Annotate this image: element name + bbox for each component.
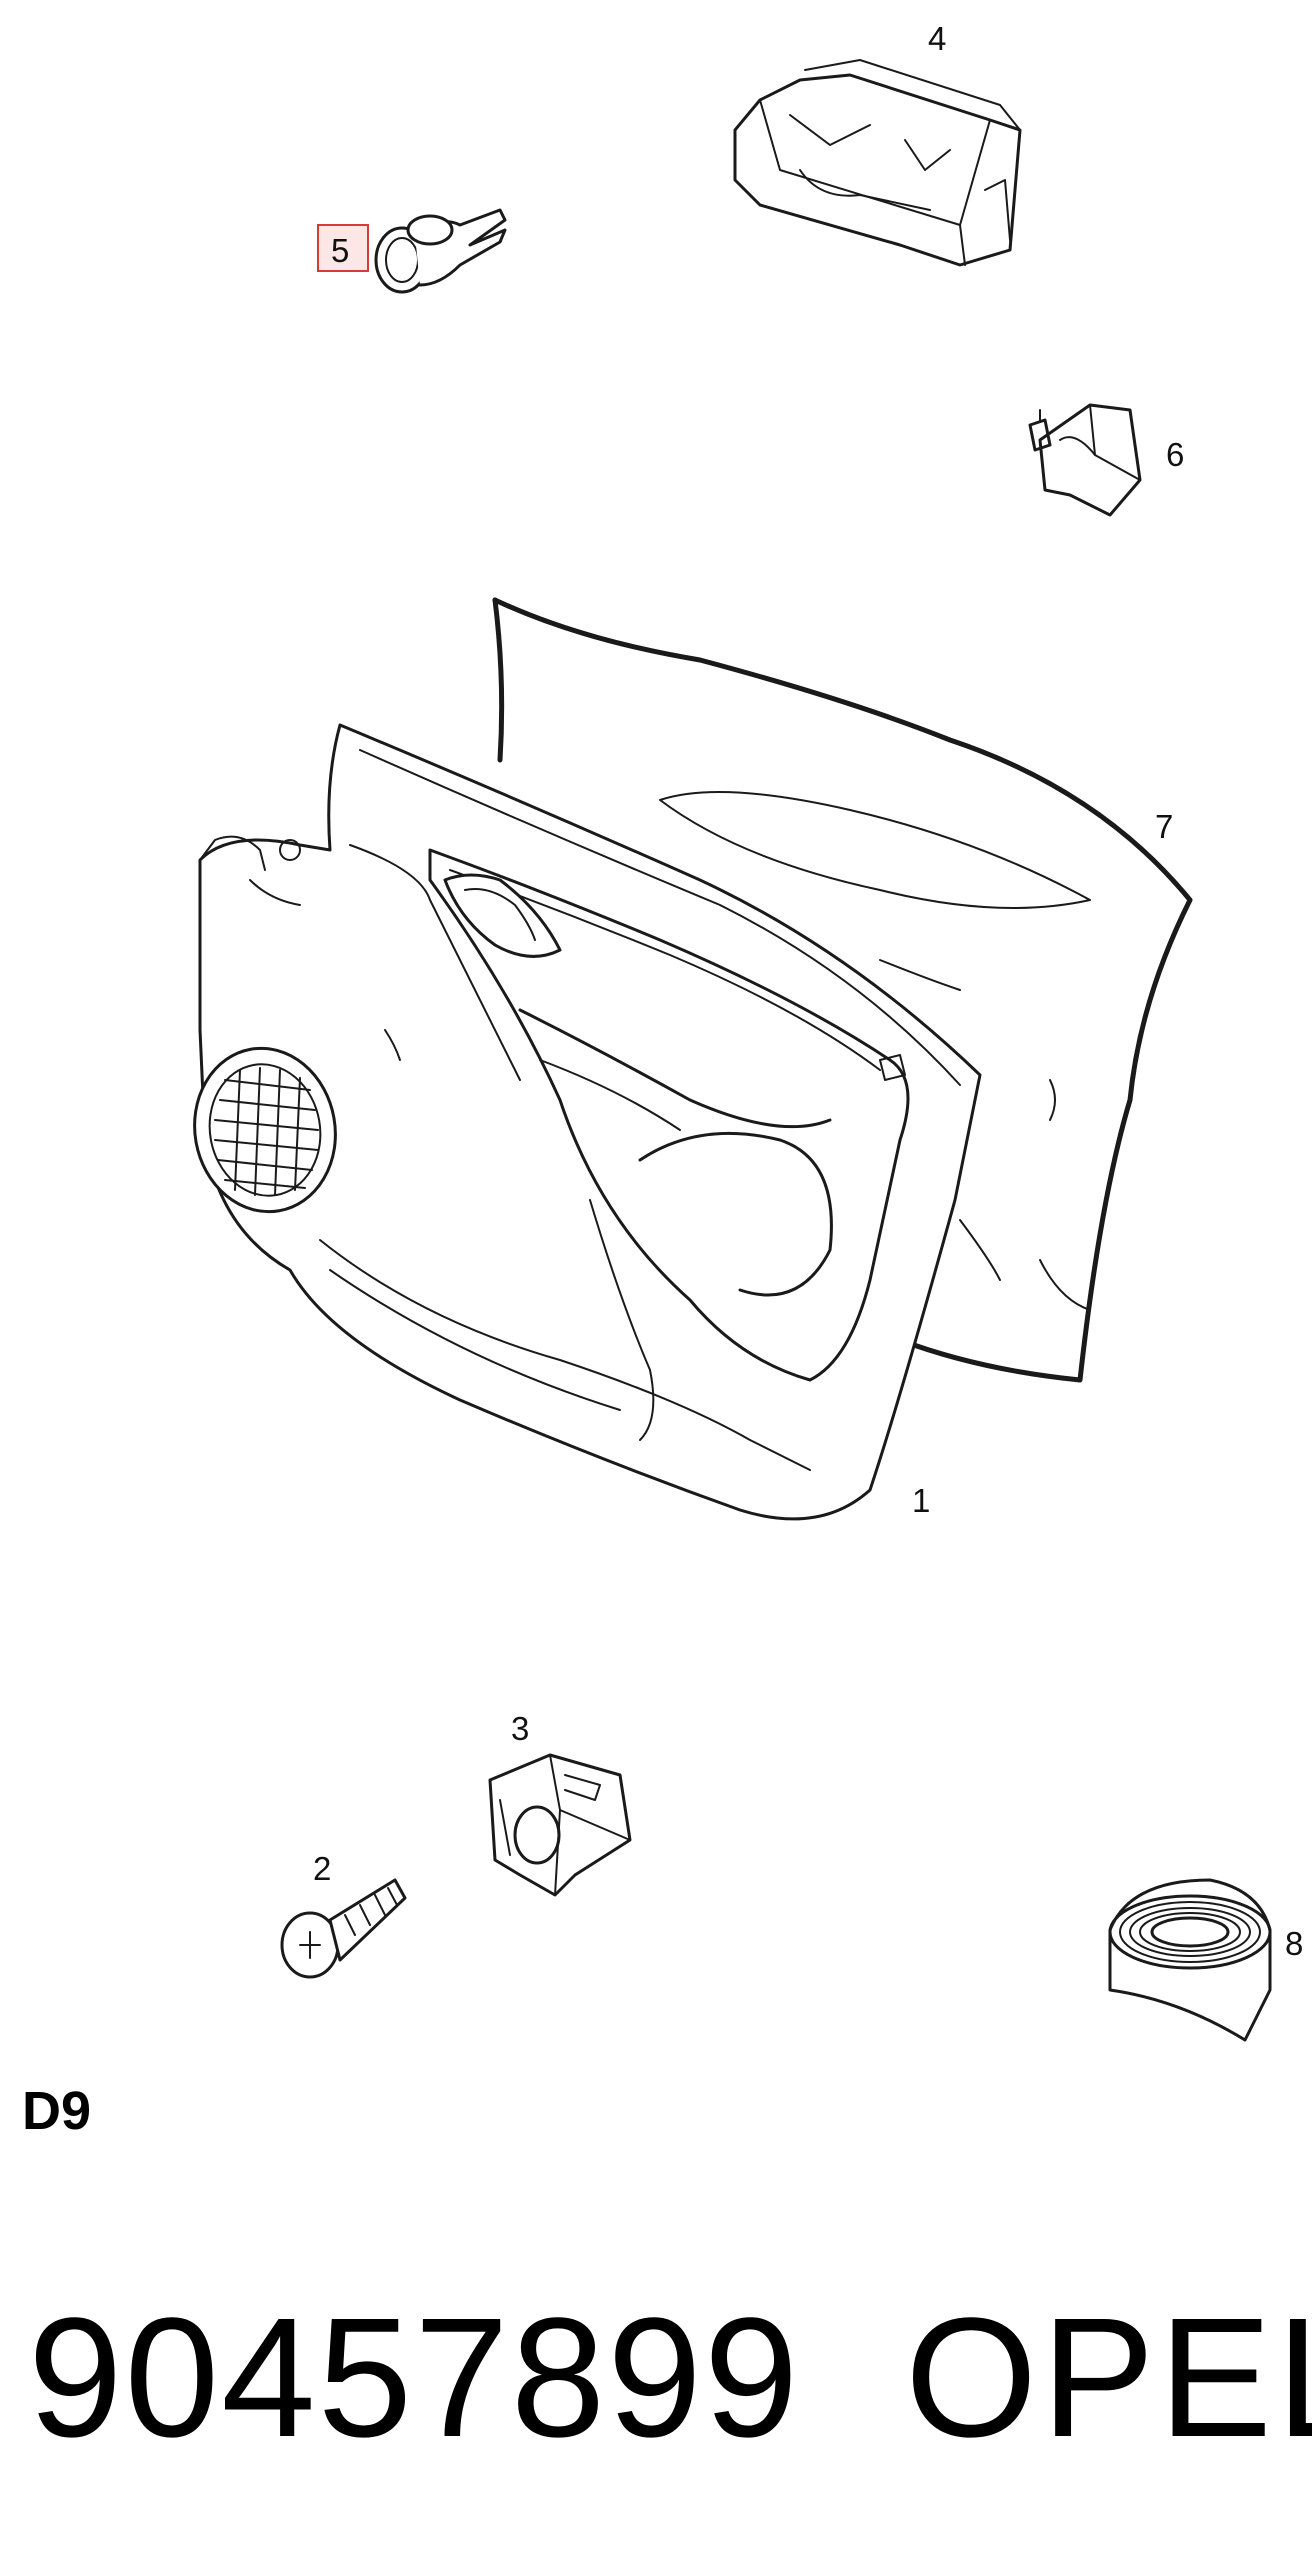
section-code: D9: [22, 2081, 92, 2141]
callout-3: 3: [511, 1710, 529, 1747]
push-pin-drawing: [374, 208, 507, 294]
screw-drawing: [280, 1878, 407, 1979]
water-deflector-drawing: [492, 597, 1193, 1383]
callout-8: 8: [1285, 1925, 1303, 1962]
adhesive-tape-drawing: [1108, 1878, 1272, 2042]
callout-4: 4: [928, 20, 946, 57]
door-panel-drawing: [193, 723, 982, 1521]
callout-1: 1: [912, 1482, 930, 1519]
callout-5: 5: [331, 232, 349, 269]
retainer-clip-drawing: [733, 59, 1022, 267]
brand-name: OPEL: [905, 2283, 1312, 2473]
clip-nut-drawing: [488, 1753, 632, 1897]
callout-6: 6: [1166, 436, 1184, 473]
callout-5-highlight: [317, 224, 369, 272]
fastener-clip-drawing: [1028, 403, 1142, 517]
callout-7: 7: [1155, 808, 1173, 845]
callout-2: 2: [313, 1850, 331, 1887]
part-number: 90457899: [28, 2283, 801, 2473]
